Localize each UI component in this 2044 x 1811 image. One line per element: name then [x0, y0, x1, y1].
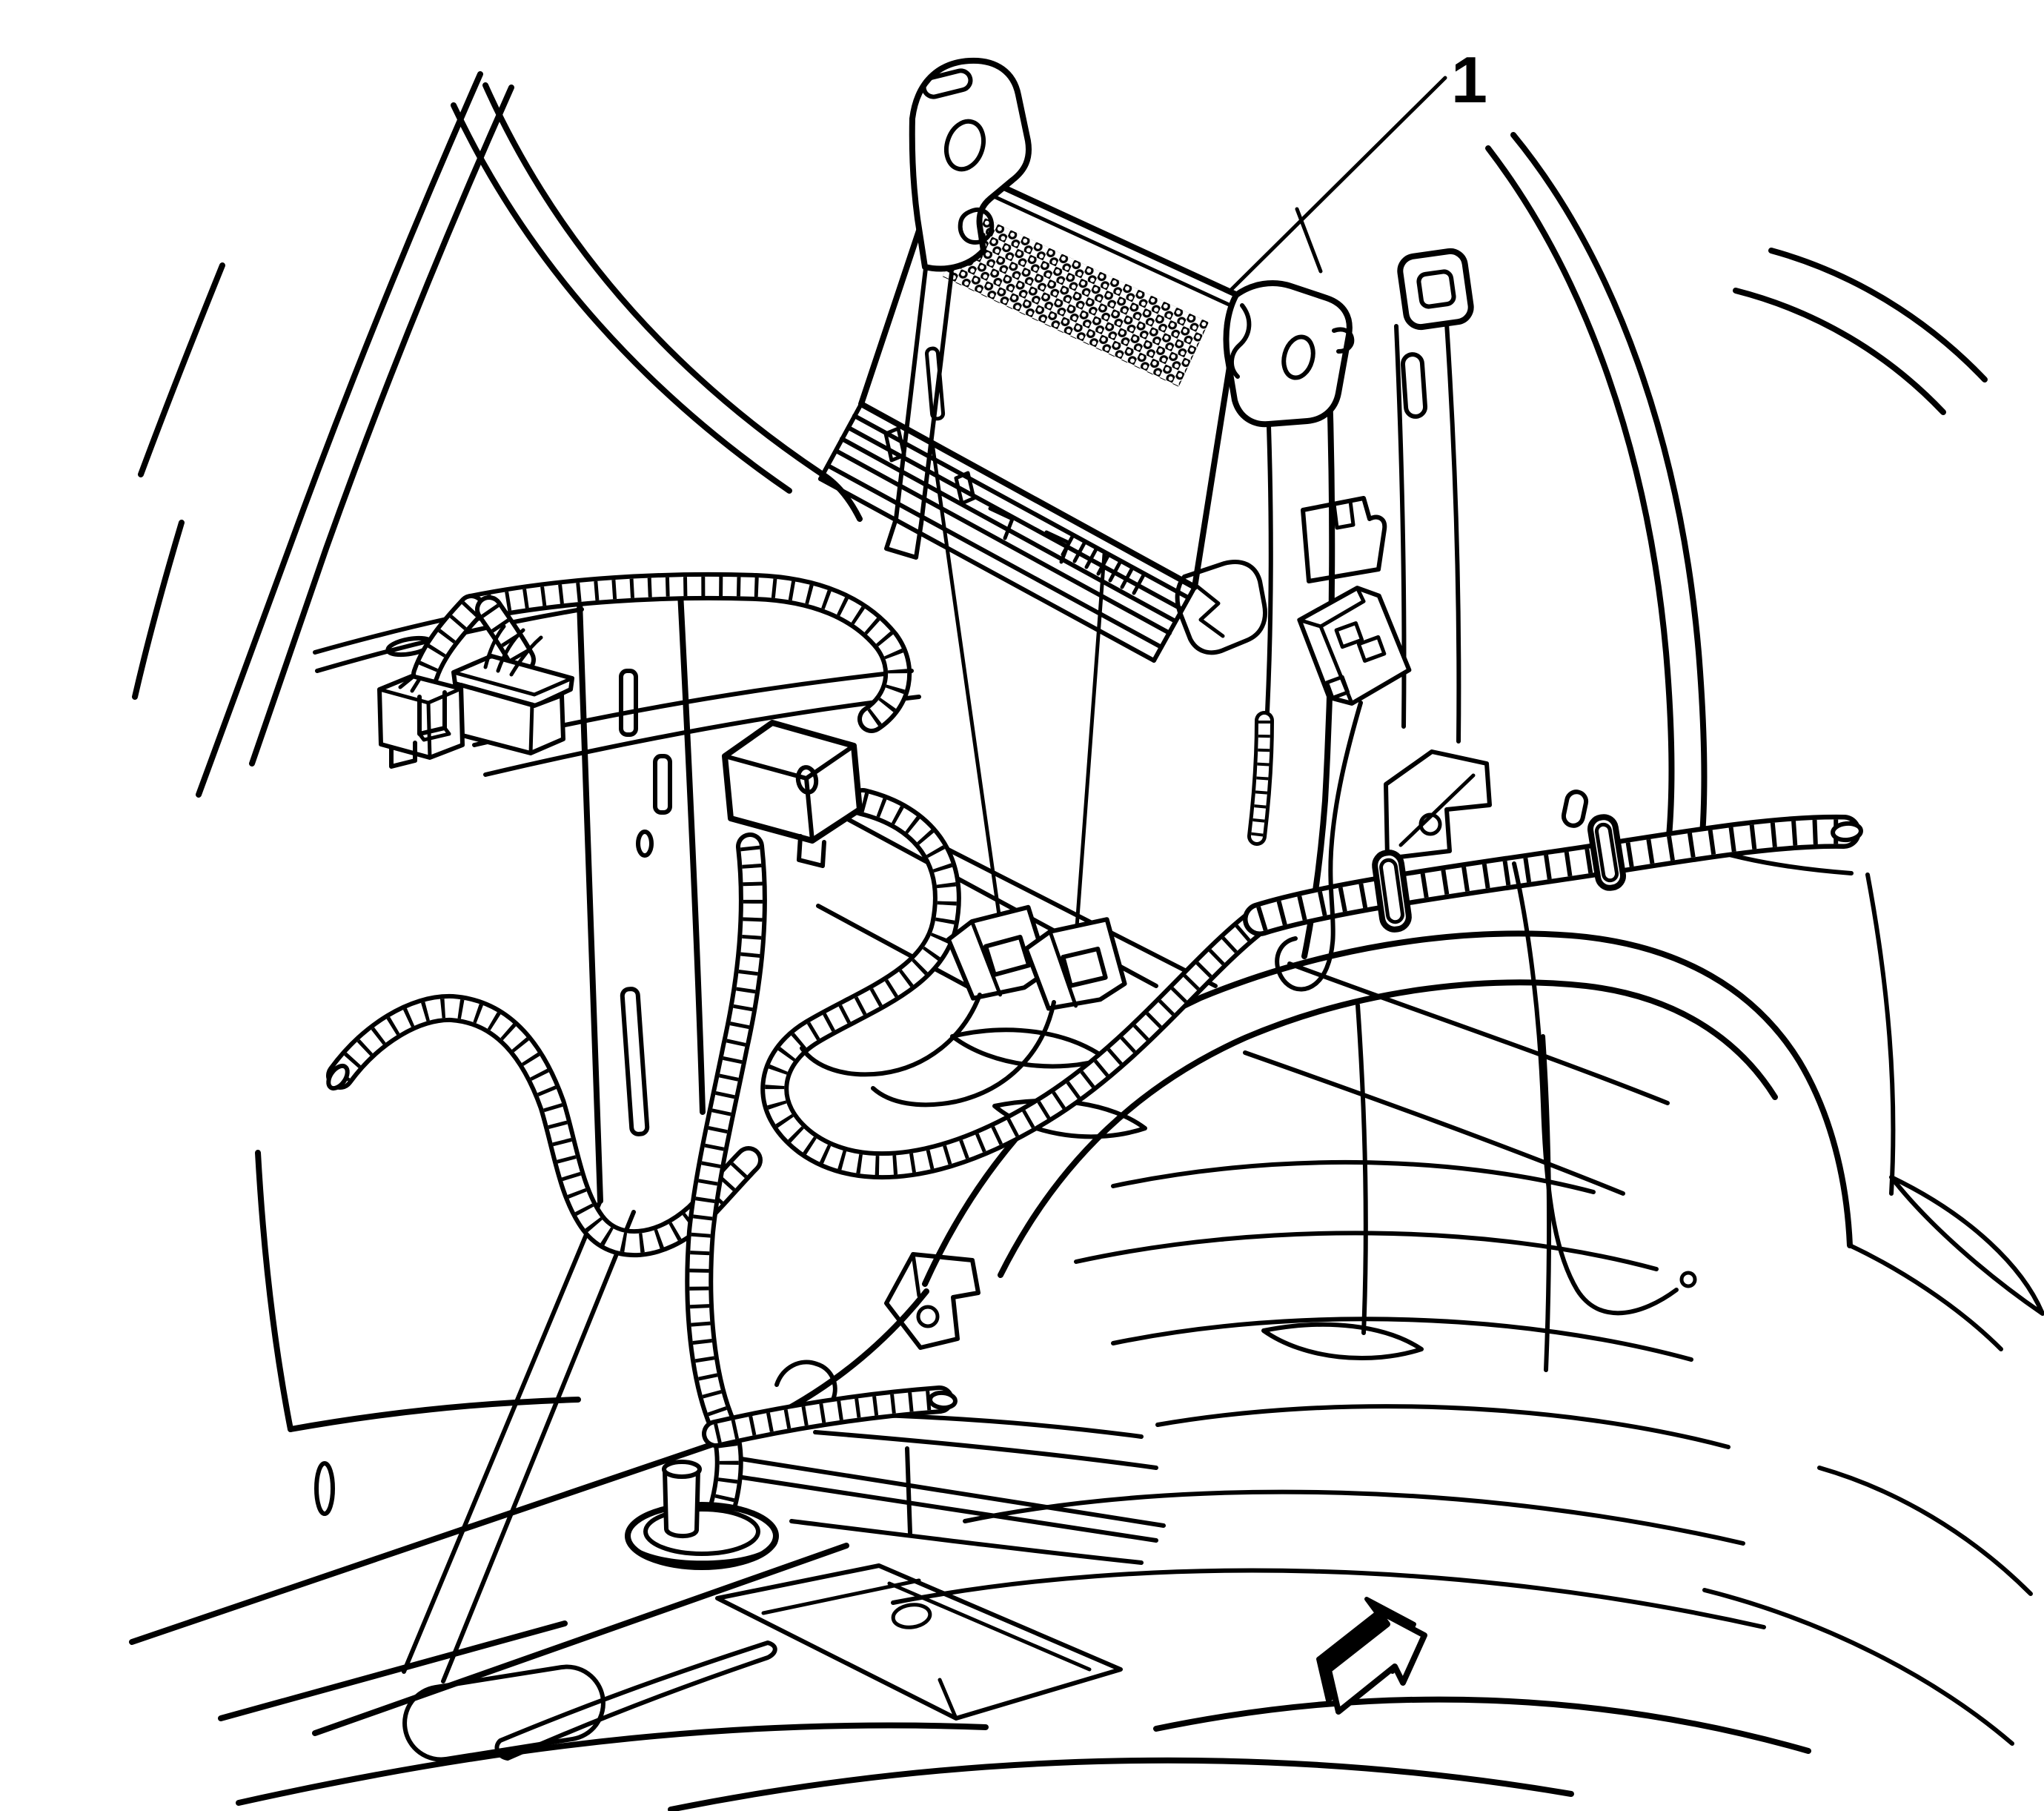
seat-riser-lines	[735, 1412, 1166, 1565]
pillar-base-line-1	[402, 1199, 603, 1674]
pillar-clip-tab	[1301, 496, 1387, 583]
radio-module	[818, 57, 1355, 939]
pillar-keyhole-outer	[1397, 248, 1474, 331]
b-pillar	[402, 590, 706, 1683]
antenna-wire-end	[1679, 1271, 1697, 1288]
door-harness-connector-large	[451, 624, 574, 755]
door-opening-outline	[132, 71, 921, 798]
pillar-slot-3	[620, 987, 650, 1136]
pillar-keyhole-inner	[1416, 269, 1456, 309]
floor-recess-oval	[402, 1664, 605, 1762]
harness-grommet-ring-2	[1587, 814, 1626, 891]
callout-1: 1	[1228, 43, 1487, 293]
floor-patch	[715, 1563, 1123, 1721]
tube-end-cap-1	[326, 1063, 350, 1091]
stamped-sliver-3	[1261, 1322, 1424, 1361]
direction-arrow-icon	[1316, 1597, 1427, 1715]
quarter-sliver	[1889, 1175, 2044, 1316]
door-harness-connector-small	[377, 674, 465, 769]
callout-1-tick	[1295, 207, 1323, 274]
lower-door-panel	[255, 1150, 837, 1516]
pillar-connector-wire	[1275, 701, 1363, 992]
harness-grommet-ring-1	[1372, 850, 1412, 933]
bracket-hook-slot	[921, 68, 973, 99]
rear-pillar	[1265, 132, 1988, 1196]
module-left-bracket	[884, 57, 1032, 560]
floor-grommet	[625, 1460, 779, 1570]
tube-end-cap-2	[928, 1390, 958, 1411]
pillar-capsule-slot	[1400, 352, 1428, 419]
wheelhouse	[727, 930, 2044, 1754]
inline-connector	[722, 720, 863, 868]
bracket-lower-hole	[958, 208, 995, 245]
wiring-harness	[325, 586, 1863, 1539]
antenna-wire	[1512, 861, 1679, 1316]
module-perforations	[942, 212, 1210, 387]
connector-wire-1	[800, 993, 982, 1077]
door-hole	[314, 1461, 335, 1516]
stamped-sliver-1	[950, 1027, 1108, 1069]
floor-recess-strip	[494, 1641, 777, 1761]
module-connector-leader-1	[930, 441, 1003, 927]
connector-wire-2	[871, 1000, 1056, 1108]
anchor-bracket	[1384, 749, 1492, 861]
bracket-oval-hole	[944, 119, 986, 172]
bracket-oval-hole-right	[1281, 334, 1315, 380]
pillar-slot-1	[619, 669, 638, 737]
grommet-post	[663, 1467, 700, 1538]
module-right-bracket	[1175, 280, 1355, 655]
module-connector-right	[1023, 917, 1127, 1011]
callout-1-label: 1	[1451, 43, 1487, 116]
quarter-capsule-slot	[1561, 789, 1589, 828]
wheelhouse-clip-bracket	[884, 1252, 980, 1350]
bracket-foot	[1175, 560, 1267, 655]
pillar-hole	[636, 830, 654, 858]
pillar-slot-2	[653, 754, 672, 815]
tube-end-cap-3	[1831, 821, 1863, 843]
pillar-connector	[1297, 586, 1412, 706]
floor-panel	[129, 1412, 1574, 1811]
callout-1-leader	[1228, 76, 1447, 293]
module-connector-leader-2	[1074, 552, 1106, 939]
direction-arrow-face	[1326, 1607, 1427, 1715]
pillar-base-line-2	[441, 1210, 636, 1683]
